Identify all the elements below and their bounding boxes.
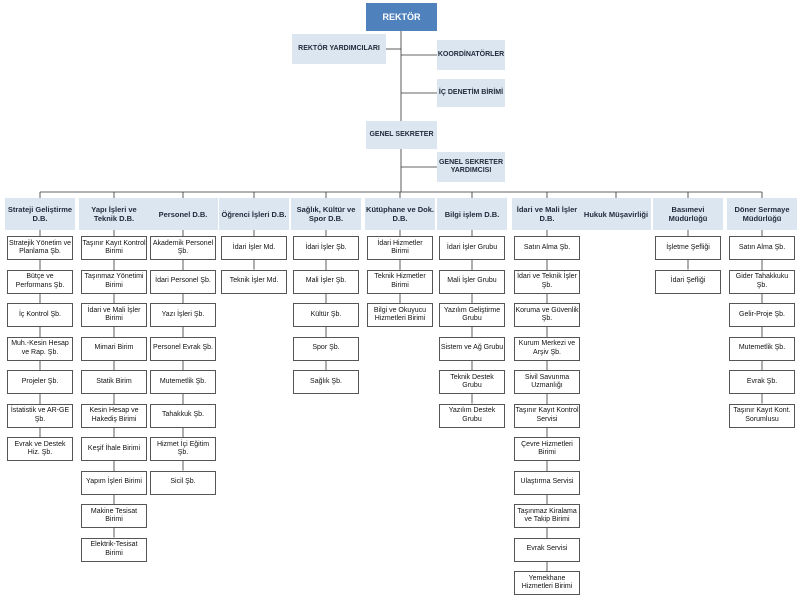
unit-box: Sistem ve Ağ Grubu	[439, 336, 505, 361]
department-header: Döner Sermaye Müdürlüğü	[727, 198, 797, 230]
unit-box: Sivil Savunma Uzmanlığı	[514, 370, 580, 394]
internal-audit-box: İÇ DENETİM BİRİMİ	[437, 79, 505, 107]
unit-box: Kesin Hesap ve Hakediş Birimi	[81, 403, 147, 428]
unit-box: Satın Alma Şb.	[729, 236, 795, 260]
department-header: Bilgi işlem D.B.	[437, 198, 507, 230]
unit-box: İç Kontrol Şb.	[7, 303, 73, 327]
unit-box: İdari ve Teknik İşler Şb.	[514, 269, 580, 294]
unit-box: İdari İşler Grubu	[439, 236, 505, 260]
unit-box: Yazılım Geliştirme Grubu	[439, 303, 505, 327]
unit-box: Evrak Şb.	[729, 370, 795, 394]
department-header: Yapı İşleri ve Teknik D.B.	[79, 198, 149, 230]
unit-box: Mali İşler Grubu	[439, 269, 505, 294]
unit-box: Makine Tesisat Birimi	[81, 504, 147, 528]
unit-box: Ulaştırma Servisi	[514, 470, 580, 495]
unit-box: Taşınır Kayıt Kont. Sorumlusu	[729, 403, 795, 428]
department-header: Öğrenci İşleri D.B.	[219, 198, 289, 230]
unit-box: Spor Şb.	[293, 336, 359, 361]
unit-box: İdari İşler Md.	[221, 236, 287, 260]
unit-box: Taşınır Kayıt Kontrol Birimi	[81, 236, 147, 260]
general-secretary-box: GENEL SEKRETER	[366, 121, 437, 149]
unit-box: Evrak ve Destek Hiz. Şb.	[7, 437, 73, 461]
unit-box: Sağlık Şb.	[293, 370, 359, 394]
unit-box: Stratejik Yönetim ve Planlama Şb.	[7, 236, 73, 260]
unit-box: İşletme Şefliği	[655, 236, 721, 260]
unit-box: Koruma ve Güvenlik Şb.	[514, 303, 580, 327]
unit-box: Muh.-Kesin Hesap ve Rap. Şb.	[7, 336, 73, 361]
department-header: Strateji Geliştirme D.B.	[5, 198, 75, 230]
unit-box: Gider Tahakkuku Şb.	[729, 269, 795, 294]
unit-box: Yazılım Destek Grubu	[439, 403, 505, 428]
unit-box: İdari Personel Şb.	[150, 269, 216, 294]
unit-box: Teknik Hizmetler Birimi	[367, 269, 433, 294]
unit-box: İstatistik ve AR-GE Şb.	[7, 403, 73, 428]
deputy-general-secretary-box: GENEL SEKRETER YARDIMCISI	[437, 152, 505, 182]
unit-box: Mali İşler Şb.	[293, 269, 359, 294]
department-header: İdari ve Mali İşler D.B.	[512, 198, 582, 230]
unit-box: İdari ve Mali İşler Birimi	[81, 303, 147, 327]
unit-box: Sicil Şb.	[150, 470, 216, 495]
unit-box: Statik Birim	[81, 370, 147, 394]
department-header: Hukuk Müşavirliği	[581, 198, 651, 230]
unit-box: Elektrik-Tesisat Birimi	[81, 537, 147, 562]
department-header: Kütüphane ve Dok. D.B.	[365, 198, 435, 230]
unit-box: İdari Şefliği	[655, 269, 721, 294]
unit-box: Bütçe ve Performans Şb.	[7, 269, 73, 294]
unit-box: Hizmet İçi Eğitim Şb.	[150, 437, 216, 461]
unit-box: Yapım İşleri Birimi	[81, 470, 147, 495]
unit-box: Yazı İşleri Şb.	[150, 303, 216, 327]
unit-box: Mutemetlik Şb.	[729, 336, 795, 361]
unit-box: Taşınmaz Yönetimi Birimi	[81, 269, 147, 294]
unit-box: Tahakkuk Şb.	[150, 403, 216, 428]
department-header: Basımevi Müdürlüğü	[653, 198, 723, 230]
unit-box: Keşif İhale Birimi	[81, 437, 147, 461]
unit-box: İdari İşler Şb.	[293, 236, 359, 260]
unit-box: Kültür Şb.	[293, 303, 359, 327]
unit-box: Bilgi ve Okuyucu Hizmetleri Birimi	[367, 303, 433, 327]
unit-box: Teknik İşler Md.	[221, 269, 287, 294]
department-header: Personel D.B.	[148, 198, 218, 230]
unit-box: Mimari Birim	[81, 336, 147, 361]
unit-box: Mutemetlik Şb.	[150, 370, 216, 394]
unit-box: Projeler Şb.	[7, 370, 73, 394]
unit-box: Teknik Destek Grubu	[439, 370, 505, 394]
unit-box: Satın Alma Şb.	[514, 236, 580, 260]
unit-box: Personel Evrak Şb.	[150, 336, 216, 361]
unit-box: Taşınır Kayıt Kontrol Servisi	[514, 403, 580, 428]
unit-box: Taşınmaz Kiralama ve Takip Birimi	[514, 504, 580, 528]
unit-box: Kurum Merkezi ve Arşiv Şb.	[514, 336, 580, 361]
unit-box: Gelir-Proje Şb.	[729, 303, 795, 327]
coordinators-box: KOORDİNATÖRLER	[437, 40, 505, 70]
vice-rectors-box: REKTÖR YARDIMCILARI	[292, 34, 386, 64]
unit-box: Çevre Hizmetleri Birimi	[514, 437, 580, 461]
unit-box: Yemekhane Hizmetleri Birimi	[514, 571, 580, 595]
unit-box: Evrak Servisi	[514, 537, 580, 562]
unit-box: Akademik Personel Şb.	[150, 236, 216, 260]
unit-box: İdari Hizmetler Birimi	[367, 236, 433, 260]
department-header: Sağlık, Kültür ve Spor D.B.	[291, 198, 361, 230]
rector-box: REKTÖR	[366, 3, 437, 31]
